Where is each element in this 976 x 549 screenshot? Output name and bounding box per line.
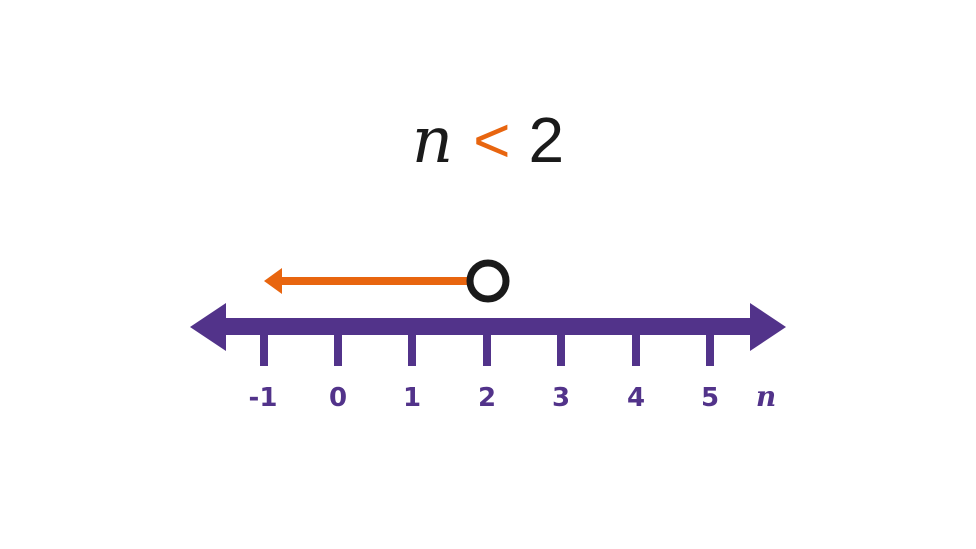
tick-label: 5 xyxy=(701,383,719,413)
tick-label: 0 xyxy=(329,383,347,413)
open-circle-boundary xyxy=(466,259,510,303)
number-line-ticks xyxy=(260,334,714,366)
tick-labels: -1 0 1 2 3 4 5 n xyxy=(249,380,777,413)
number-line-axis xyxy=(190,303,786,351)
inequality-value: 2 xyxy=(528,104,565,176)
tick-label: -1 xyxy=(249,383,278,413)
tick-label: 4 xyxy=(627,383,645,413)
tick-label: 3 xyxy=(552,383,570,413)
tick-label: 1 xyxy=(403,383,421,413)
tick-label: 2 xyxy=(478,383,496,413)
axis-left-arrowhead xyxy=(190,303,226,351)
axis-variable-label: n xyxy=(756,380,776,413)
axis-right-arrowhead xyxy=(750,303,786,351)
solution-arrowhead-icon xyxy=(264,268,282,294)
inequality-operator: < xyxy=(473,104,511,176)
inequality-variable: n xyxy=(411,104,454,178)
inequality-expression: n <2 xyxy=(0,100,976,181)
solution-ray xyxy=(264,268,468,294)
